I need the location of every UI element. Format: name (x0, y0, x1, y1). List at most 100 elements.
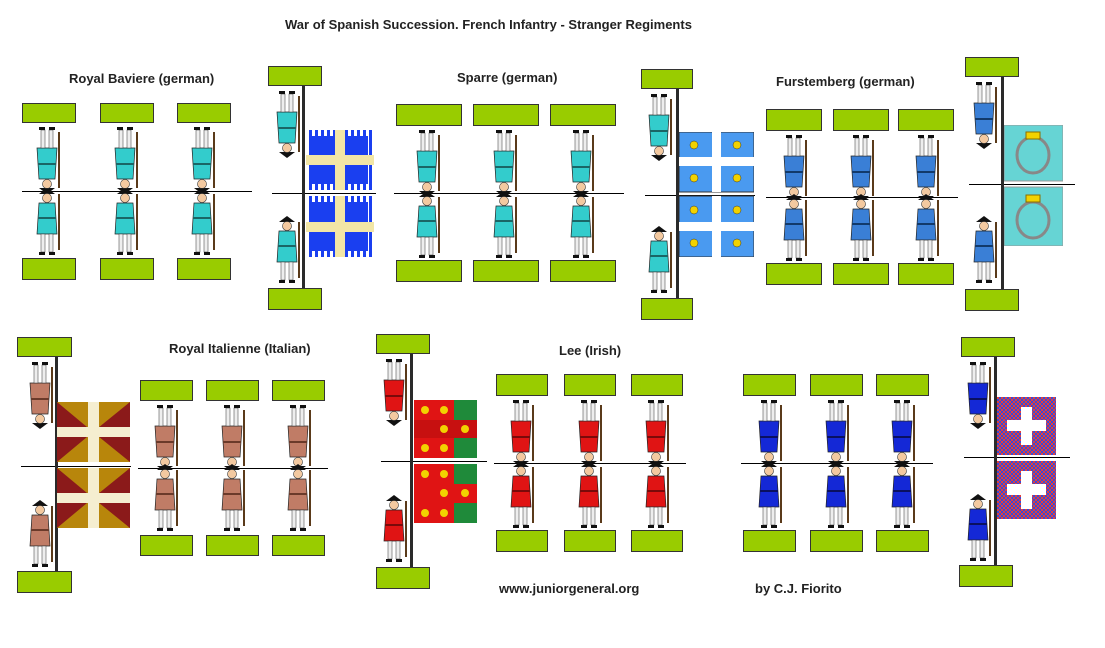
blue-regiment-colour-flag (997, 397, 1056, 519)
stand-base (140, 380, 193, 401)
flag-pole (410, 354, 413, 567)
soldier-figure (973, 216, 997, 283)
soldier-figure (29, 362, 53, 429)
stand-base (631, 530, 683, 552)
stand-base (473, 260, 539, 282)
stand-base (177, 258, 231, 280)
stand-base (810, 530, 863, 552)
soldier-figure (383, 359, 407, 426)
soldier-figure (648, 94, 672, 161)
stand-base (876, 530, 929, 552)
soldier-figure (221, 464, 245, 531)
stand-base (898, 263, 954, 285)
soldier-figure (850, 135, 874, 202)
soldier-figure (276, 91, 300, 158)
stand-base (22, 103, 76, 123)
stand-base (272, 380, 325, 401)
soldier-figure (967, 362, 991, 429)
regiment-label-royal-italienne: Royal Italienne (Italian) (169, 341, 311, 356)
soldier-figure (221, 405, 245, 472)
soldier-figure (645, 461, 669, 528)
soldier-figure (287, 464, 311, 531)
stand-base (550, 260, 616, 282)
stand-base (140, 535, 193, 556)
soldier-figure (29, 500, 53, 567)
flag-stand-base (961, 337, 1015, 357)
stand-base (206, 380, 259, 401)
stand-base (100, 258, 154, 280)
flag-stand-base (17, 337, 72, 357)
royal-italienne-colour-flag (57, 402, 130, 528)
stand-base (898, 109, 954, 131)
soldier-figure (891, 461, 915, 528)
flag-stand-base (959, 565, 1013, 587)
soldier-figure (578, 400, 602, 467)
stand-base (473, 104, 539, 126)
soldier-figure (825, 461, 849, 528)
flag-pole (55, 357, 58, 571)
flag-pole (302, 86, 305, 288)
soldier-figure (276, 216, 300, 283)
soldier-figure (191, 188, 215, 255)
soldier-figure (114, 188, 138, 255)
website-credit: www.juniorgeneral.org (499, 581, 640, 596)
soldier-figure (783, 135, 807, 202)
soldier-figure (783, 194, 807, 261)
soldier-figure (510, 461, 534, 528)
soldier-figure (915, 194, 939, 261)
stand-base (564, 374, 616, 396)
soldier-figure (493, 191, 517, 258)
soldier-figure (891, 400, 915, 467)
soldier-figure (114, 127, 138, 194)
stand-base (550, 104, 616, 126)
flag-stand-base (641, 69, 693, 89)
soldier-figure (383, 495, 407, 562)
regiment-label-royal-baviere: Royal Baviere (german) (69, 71, 215, 86)
stand-base (272, 535, 325, 556)
soldier-figure (973, 82, 997, 149)
flag-pole (1001, 77, 1004, 289)
soldier-figure (287, 405, 311, 472)
regiment-label-sparre: Sparre (german) (457, 70, 558, 85)
stand-base (810, 374, 863, 396)
stand-base (766, 109, 822, 131)
soldier-figure (825, 400, 849, 467)
page-title: War of Spanish Succession. French Infant… (285, 17, 692, 32)
flag-stand-base (641, 298, 693, 320)
soldier-figure (416, 191, 440, 258)
flag-stand-base (17, 571, 72, 593)
lee-colour-flag (414, 400, 477, 523)
flag-stand-base (376, 567, 430, 589)
stand-base (496, 530, 548, 552)
stand-base (206, 535, 259, 556)
soldier-figure (510, 400, 534, 467)
soldier-figure (570, 191, 594, 258)
regiment-label-furstemberg: Furstemberg (german) (776, 74, 915, 89)
stand-base (876, 374, 929, 396)
stand-base (22, 258, 76, 280)
stand-base (833, 109, 889, 131)
soldier-figure (758, 400, 782, 467)
stand-base (631, 374, 683, 396)
soldier-figure (648, 226, 672, 293)
stand-base (743, 374, 796, 396)
soldier-figure (154, 405, 178, 472)
flag-pole (676, 89, 679, 298)
soldier-figure (967, 494, 991, 561)
stand-base (496, 374, 548, 396)
flag-stand-base (965, 57, 1019, 77)
stand-base (766, 263, 822, 285)
stand-base (396, 104, 462, 126)
flag-stand-base (965, 289, 1019, 311)
flag-stand-base (268, 66, 322, 86)
stand-base (100, 103, 154, 123)
stand-base (396, 260, 462, 282)
stand-base (833, 263, 889, 285)
soldier-figure (36, 188, 60, 255)
soldier-figure (493, 130, 517, 197)
stand-base (564, 530, 616, 552)
furstemberg-colour-flag (1004, 125, 1063, 246)
soldier-figure (36, 127, 60, 194)
soldier-figure (915, 135, 939, 202)
soldier-figure (416, 130, 440, 197)
